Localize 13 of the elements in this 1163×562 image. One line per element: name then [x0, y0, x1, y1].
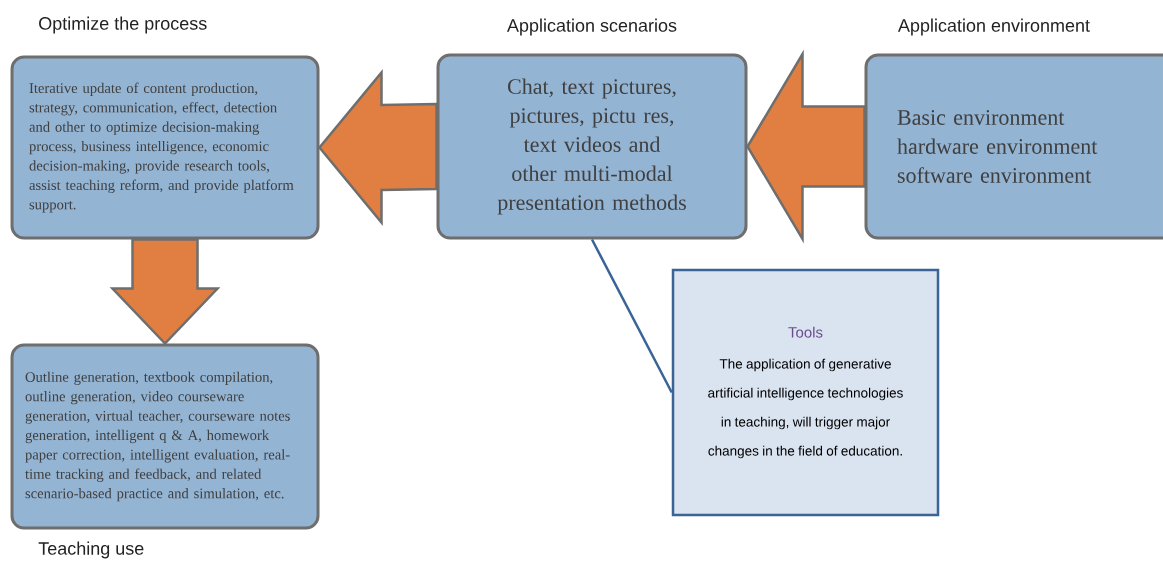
heading: Teaching use: [38, 541, 144, 559]
tools-box: Tools The application of generative artificial intelligence technologies in teaching, will trigger major changes in the field of education.: [671, 268, 940, 517]
heading: Application scenarios: [507, 18, 677, 36]
leader-line: [590, 238, 673, 394]
process-box: Outline generation, textbook compilation, outline generation, video courseware generation, virtual teacher, courseware notes generation, intelligent q & A, homework paper correction, intelligent evaluation, real-time tracking and feedback, and related scenario-based practice and simulation, etc.: [10, 343, 320, 530]
process-box: Chat, text pictures, pictures, pictu res, text videos and other multi-modal presentation methods: [436, 53, 748, 240]
block-arrow: [317, 69, 438, 226]
heading: Optimize the process: [39, 16, 207, 34]
process-box: Iterative update of content production, strategy, communication, effect, detection and other to optimize decision-making process, business intelligence, economic decision-making, provide research tools, assist teaching reform, and provide platform support.: [10, 55, 320, 240]
heading: Application environment: [898, 18, 1090, 36]
process-box: Basic environment hardware environment software environment: [864, 53, 1163, 240]
block-arrow: [109, 238, 221, 346]
block-arrow: [746, 49, 866, 244]
